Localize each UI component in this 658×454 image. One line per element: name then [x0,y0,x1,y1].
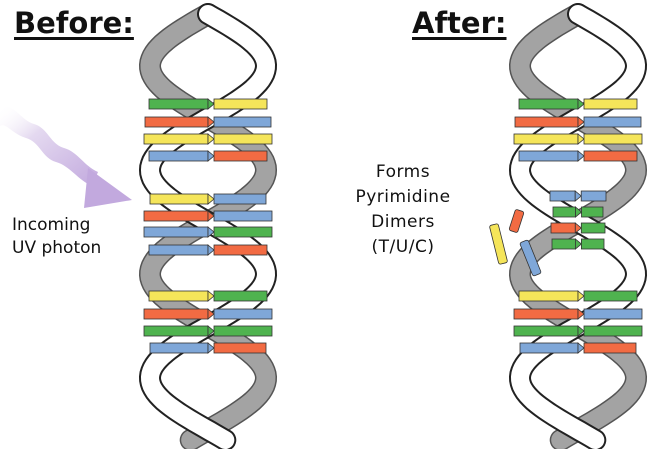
base-notch [207,226,215,238]
base-left [519,342,579,354]
base-right [213,226,273,238]
base-right [580,222,606,234]
after-title: After: [412,6,507,40]
base-right [583,116,642,128]
base-notch [207,210,215,222]
base-left [143,308,209,320]
base-notch [577,342,585,354]
base-left [148,244,209,256]
dna-helix-after [489,3,648,451]
base-notch [575,238,583,250]
base-left [149,193,209,205]
base-right [583,98,638,110]
dimer-fragment [489,223,508,265]
base-notch [577,325,585,337]
effect-label-line1: Forms [375,162,431,182]
base-notch [574,222,582,234]
base-right [583,290,638,302]
base-pairs [513,98,643,354]
base-left [514,116,579,128]
base-notch [577,98,585,110]
dna-helix-before [138,3,278,451]
base-left [143,210,209,222]
base-notch [577,150,585,162]
base-left [149,342,209,354]
photon-label-line2: UV photon [12,238,102,258]
base-right [583,342,637,354]
base-right [213,244,268,256]
base-left [518,290,579,302]
base-right [213,342,267,354]
base-notch [207,133,215,145]
base-left [143,226,209,238]
base-left [550,222,576,234]
base-notch [575,206,583,218]
base-right [583,133,643,145]
effect-label-line4: (T/U/C) [371,237,435,257]
base-left [518,150,579,162]
base-left [148,150,209,162]
base-right [213,116,272,128]
base-right [583,325,643,337]
base-right [580,190,607,202]
base-notch [574,190,582,202]
pyrimidine-dimer-fragments [489,209,542,277]
base-right [213,193,267,205]
base-notch [207,342,215,354]
dimer-fragment [508,209,525,233]
base-left [144,116,209,128]
photon-label-line1: Incoming [12,215,91,235]
base-right [213,133,273,145]
base-left [549,190,576,202]
base-left [518,98,579,110]
base-right [581,238,605,250]
base-right [213,98,268,110]
base-right [583,150,638,162]
before-title: Before: [14,6,134,40]
base-right [213,210,273,222]
base-left [148,98,209,110]
base-left [143,133,209,145]
base-left [552,206,576,218]
effect-label-line2: Pyrimidine [355,187,451,207]
uv-photon-arrow [0,106,132,208]
base-right [213,325,273,337]
base-left [148,290,209,302]
base-notch [207,244,215,256]
effect-label-line3: Dimers [371,212,435,232]
base-left [143,325,209,337]
base-notch [577,116,585,128]
base-right [213,150,268,162]
base-left [513,133,579,145]
photon-label: Incoming UV photon [12,214,101,260]
base-right [583,308,643,320]
effect-label: Forms Pyrimidine Dimers (T/U/C) [338,160,468,260]
base-notch [207,98,215,110]
base-notch [577,308,585,320]
base-left [551,238,576,250]
base-notch [207,150,215,162]
base-notch [207,193,215,205]
base-left [513,325,579,337]
base-left [513,308,579,320]
base-notch [207,308,215,320]
base-pairs [143,98,273,354]
base-right [581,206,604,218]
dimer-fragment [519,239,542,277]
base-notch [207,325,215,337]
base-right [213,290,268,302]
base-notch [577,133,585,145]
base-notch [577,290,585,302]
base-notch [207,290,215,302]
base-notch [207,116,215,128]
base-right [213,308,273,320]
